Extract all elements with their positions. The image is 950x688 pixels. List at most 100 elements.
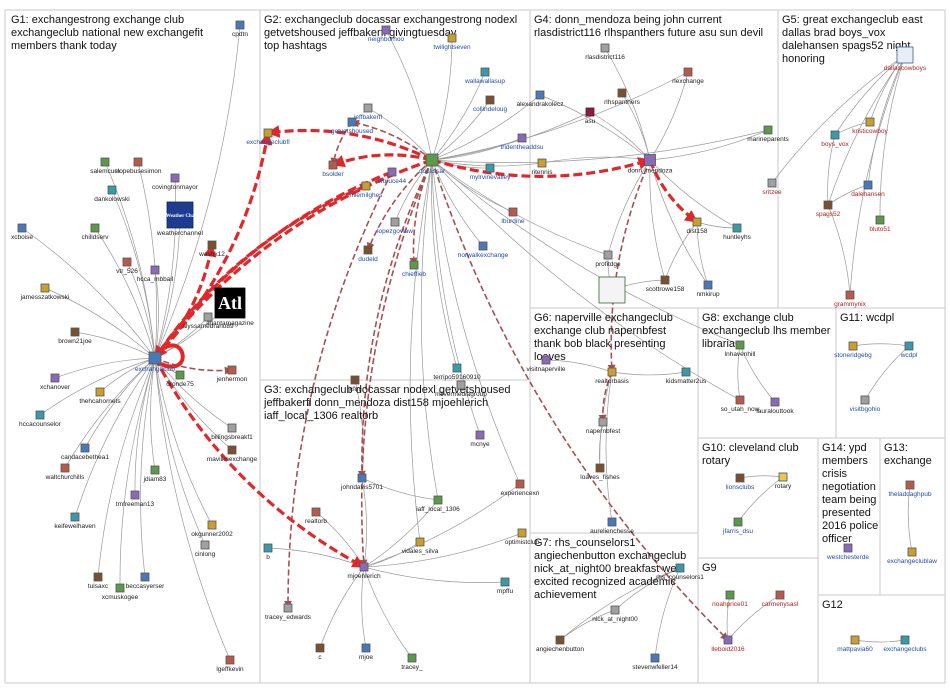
node-carmenysasl[interactable]: carmenysasl — [762, 590, 799, 608]
node-napernbfest[interactable]: napernbfest — [586, 417, 621, 435]
node-hcca_mbball[interactable]: hcca_mbball — [137, 265, 174, 283]
node-okgunner2002[interactable]: okgunner2002 — [191, 520, 233, 538]
node-keifewelhaven[interactable]: keifewelhaven — [54, 512, 96, 530]
node-rlasdistrict116[interactable]: rlasdistrict116 — [585, 43, 625, 61]
node-profitdge[interactable]: profitdge — [595, 250, 621, 268]
node-washk12[interactable]: washk12 — [198, 240, 225, 258]
node-lburdine[interactable]: lburdine — [501, 207, 525, 225]
node-visitbgohio[interactable]: visitbgohio — [850, 395, 881, 413]
node-angiechenbutton[interactable]: angiechenbutton — [536, 635, 584, 653]
node-wbruce44[interactable]: wbruce44 — [377, 167, 407, 185]
node-mylrvinevalley[interactable]: mylrvinevalley — [470, 163, 512, 181]
node-salemcum[interactable]: salemcum — [90, 157, 120, 175]
node-oronde75[interactable]: oronde75 — [166, 370, 194, 388]
node-marineparents[interactable]: marineparents — [747, 125, 790, 143]
node-theladdaghpub[interactable]: theladdaghpub — [888, 480, 932, 498]
node-tridentheaddsu[interactable]: tridentheaddsu — [500, 133, 544, 151]
node-twilightseven[interactable]: twilightseven — [433, 33, 471, 51]
node-asu[interactable]: asu — [585, 107, 596, 125]
node-terripo59160910[interactable]: terripo59160910 — [433, 363, 481, 381]
node-dankolowski[interactable]: dankolowski — [94, 185, 130, 203]
node-xcmuskogee[interactable]: xcmuskogee — [102, 583, 139, 601]
node-norwalkexchange[interactable]: norwalkexchange — [458, 241, 509, 259]
node-exchangeclublaw[interactable]: exchangeclublaw — [887, 547, 937, 565]
node-exchangeclubs[interactable]: exchangeclubs — [883, 635, 927, 653]
node-lleboid2016[interactable]: lleboid2016 — [711, 635, 745, 653]
node-rlexchange[interactable]: rlexchange — [672, 67, 704, 85]
node-wallawallasup[interactable]: wallawallasup — [464, 67, 505, 85]
node-mllvermediagroup[interactable]: mllvermediagroup — [435, 380, 487, 398]
node-loaves_fishes[interactable]: loaves_fishes — [580, 463, 620, 481]
node-tulsaxc[interactable]: tulsaxc — [88, 572, 109, 590]
node-thehcahornets[interactable]: thehcahornets — [79, 387, 121, 405]
node-vidales_silva[interactable]: vidales_silva — [402, 537, 439, 555]
node-chilldserv[interactable]: chilldserv — [81, 223, 109, 241]
node-jamesszatkowski[interactable]: jamesszatkowski — [20, 283, 70, 301]
node-huntleyhs[interactable]: huntleyhs — [723, 223, 752, 241]
node-candacebethea1[interactable]: candacebethea1 — [61, 443, 109, 461]
node-getvetshoused[interactable]: getvetshoused — [331, 117, 374, 135]
node-jdiam83[interactable]: jdiam83 — [143, 465, 167, 483]
node-slopebusesimon[interactable]: slopebusesimon — [115, 157, 162, 175]
node-collindeloug[interactable]: collindeloug — [473, 95, 508, 113]
node-rlhspanthers[interactable]: rlhspanthers — [604, 88, 641, 106]
node-johndavis5701[interactable]: johndavis5701 — [340, 473, 383, 491]
node-xchanover[interactable]: xchanover — [40, 373, 71, 391]
node-hccacounselor[interactable]: hccacounselor — [19, 410, 62, 428]
node-sritzee[interactable]: sritzee — [762, 178, 782, 196]
node-realtorb[interactable]: realtorb — [305, 507, 327, 525]
node-stevenwfeller14[interactable]: stevenwfeller14 — [632, 653, 678, 671]
node-visitnaperville[interactable]: visitnaperville — [526, 355, 566, 373]
node-scottrowe158[interactable]: scottrowe158 — [646, 275, 685, 293]
node-lopezgovlaw[interactable]: lopezgovlaw — [377, 217, 413, 235]
node-grammynix[interactable]: grammynix — [834, 290, 867, 308]
node-mlemilghes[interactable]: mlemilghes — [350, 181, 384, 199]
node-alexandrakolecz[interactable]: alexandrakolecz — [517, 90, 564, 108]
node-alyssamedrano89[interactable]: alyssamedrano89 — [182, 312, 234, 330]
node-mjoehlerich[interactable]: mjoehlerich — [347, 562, 381, 580]
node-donn_mendoza[interactable]: donn_mendoza — [628, 154, 673, 175]
node-realtorbasis[interactable]: realtorbasis — [595, 367, 630, 385]
node-westchesterde[interactable]: westchesterde — [826, 543, 869, 561]
node-jfarris_dsu[interactable]: jfarris_dsu — [722, 517, 753, 535]
node-aurelienchesse[interactable]: aurelienchesse — [590, 517, 634, 535]
node-covingtonmayor[interactable]: covingtonmayor — [152, 173, 199, 191]
node-experiencexn[interactable]: experiencexn — [501, 479, 540, 497]
node-noahprice01[interactable]: noahprice01 — [712, 590, 748, 608]
node-lauralouttook[interactable]: lauralouttook — [756, 397, 794, 415]
node-iaff_local_1306[interactable]: iaff_local_1306 — [416, 495, 460, 513]
node-docassar[interactable]: docassar — [419, 153, 446, 175]
node-lionsclubs[interactable]: lionsclubs — [726, 473, 755, 491]
node-brown21joe[interactable]: brown21joe — [58, 327, 92, 345]
node-xcboise[interactable]: xcboise — [11, 223, 33, 241]
node-mcnye[interactable]: mcnye — [470, 430, 490, 448]
node-nick_at_night00[interactable]: nick_at_night00 — [592, 605, 638, 623]
node-lnhavenhill[interactable]: lnhavenhill — [725, 340, 756, 358]
node-nmkirup[interactable]: nmkirup — [696, 280, 720, 298]
node-c[interactable]: c — [315, 643, 325, 661]
node-lgeffkevin[interactable]: lgeffkevin — [216, 655, 244, 673]
node-tracey_edwards[interactable]: tracey_edwards — [265, 603, 312, 621]
node-jcfmi[interactable]: jcfmi — [347, 375, 362, 393]
node-jenhermon[interactable]: jenhermon — [216, 365, 248, 383]
node-so_utah_now[interactable]: so_utah_now — [721, 395, 760, 413]
node-chieffieb[interactable]: chieffieb — [402, 260, 426, 278]
node-billingsbreakf1[interactable]: billingsbreakf1 — [211, 423, 253, 441]
node-dudeld[interactable]: dudeld — [358, 245, 378, 263]
node-bsolder[interactable]: bsolder — [322, 160, 344, 178]
node-jeffbakerfl[interactable]: jeffbakerfl — [353, 103, 383, 121]
node-usmc[interactable] — [598, 276, 626, 304]
node-bluto51[interactable]: bluto51 — [869, 215, 891, 233]
node-tracey_[interactable]: tracey_ — [401, 653, 423, 671]
node-vtr_526[interactable]: vtr_526 — [116, 257, 138, 275]
node-rhs_counselors1[interactable]: rhs_counselors1 — [656, 563, 704, 581]
node-waltchurchills[interactable]: waltchurchills — [45, 463, 85, 481]
node-exchangeclub[interactable]: exchangeclub — [135, 351, 175, 373]
node-kristicowboy[interactable]: kristicowboy — [852, 117, 888, 135]
node-mjoe[interactable]: mjoe — [359, 643, 373, 661]
node-b[interactable]: b — [263, 543, 273, 561]
node-mattpavia60[interactable]: mattpavia60 — [837, 635, 873, 653]
node-spags52[interactable]: spags52 — [816, 200, 841, 218]
